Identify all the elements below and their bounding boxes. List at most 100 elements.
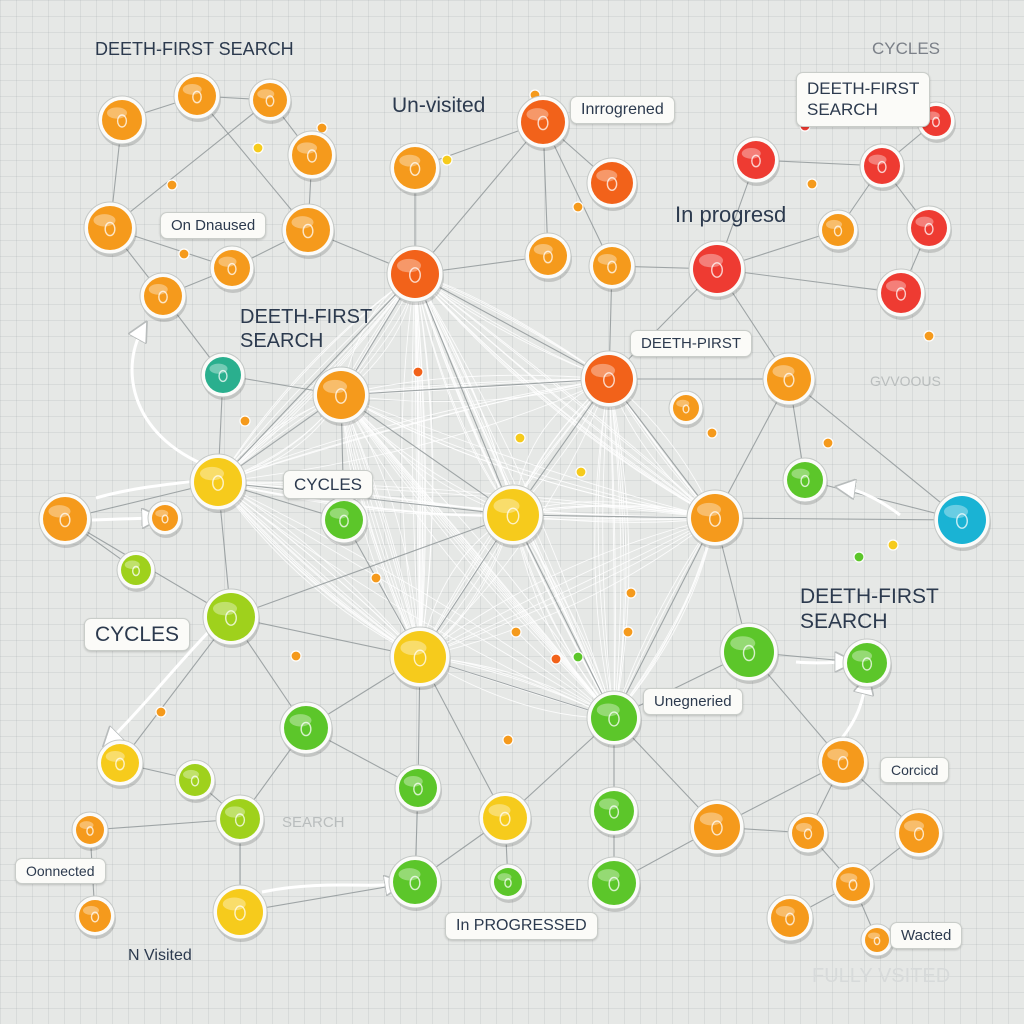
hairline-edge [217,481,421,658]
graph-edge [716,268,902,294]
node-core [822,741,864,783]
graph-node [478,791,532,847]
arrow-connector [840,684,866,739]
node-highlight [213,601,237,616]
small-dot [514,432,526,444]
node-highlight [596,703,620,717]
node-mark [543,250,553,264]
node-mark [131,565,140,577]
graph-node [688,240,746,300]
node-mark [192,90,202,104]
node-mark [302,223,314,239]
label-unrogressed-mid: Unegneried [643,688,743,715]
node-core [899,813,939,853]
node-mark [848,879,858,891]
graph-edge [419,656,615,719]
node-highlight [533,244,553,255]
node-core [43,497,87,541]
node-mark [800,474,810,488]
graph-edge [788,378,963,521]
graph-node [389,142,441,196]
graph-node [489,863,527,903]
node-mark [225,610,237,626]
small-dot [550,653,562,665]
graph-node [394,764,442,814]
node-mark [234,813,246,827]
hairline-edge [414,273,421,658]
node-highlight [791,468,810,479]
node-mark [265,95,275,107]
node-core [881,273,921,313]
hairline-edge [419,517,716,658]
node-highlight [699,812,723,826]
small-dot [290,650,302,662]
node-core [205,357,241,393]
node-mark [682,404,690,414]
node-highlight [400,640,427,656]
node-highlight [222,897,246,911]
label-inprogressed-top: Inrrogrened [570,96,675,124]
graph-node [766,894,814,944]
node-core [178,77,216,115]
node-core [483,796,527,840]
node-highlight [915,216,934,227]
small-dot [178,248,190,260]
node-core [284,706,328,750]
small-dot [502,734,514,746]
graph-node [668,390,704,428]
node-mark [924,222,934,236]
hairline-edge [414,273,716,519]
node-mark [59,512,71,528]
node-mark [913,827,925,841]
node-mark [956,513,968,529]
small-dot [412,366,424,378]
node-core [194,458,242,506]
graph-node [588,242,636,292]
hairline-edge [340,394,716,519]
hairline-edge [340,378,610,403]
graph-edge [196,95,309,231]
graph-node [83,201,137,257]
graph-node [516,95,570,151]
graph-node [732,136,780,186]
graph-node [96,739,144,789]
node-highlight [399,154,421,167]
node-core [253,83,287,117]
graph-node [287,130,337,182]
node-highlight [398,868,421,881]
node-core [771,899,809,937]
node-core [792,817,824,849]
graph-edge [414,121,544,275]
graph-node [859,143,905,191]
hairline-edge [414,273,423,658]
hairline-edge [217,273,416,483]
node-highlight [796,822,812,832]
node-core [591,695,637,741]
node-highlight [182,84,202,95]
graph-node [116,550,156,592]
node-highlight [183,769,199,779]
node-mark [499,811,511,827]
arrow-connector [91,518,152,520]
small-dot [252,142,264,154]
graph-edge [512,514,716,519]
arrow-connector [795,662,845,663]
hairline-edge [414,273,716,519]
graph-node [586,157,638,211]
hairline-edge [217,481,615,719]
node-core [593,247,631,285]
small-dot [441,154,453,166]
node-core [529,237,567,275]
hairline-edge [340,394,716,519]
node-core [673,395,699,421]
graph-node [74,895,116,939]
node-highlight [944,504,968,519]
node-core [787,462,823,498]
node-core [391,250,439,298]
node-mark [190,775,200,787]
graph-node [933,491,991,551]
graph-node [388,855,442,911]
graph-node [147,500,183,538]
node-mark [104,221,116,237]
graph-node [817,736,869,790]
